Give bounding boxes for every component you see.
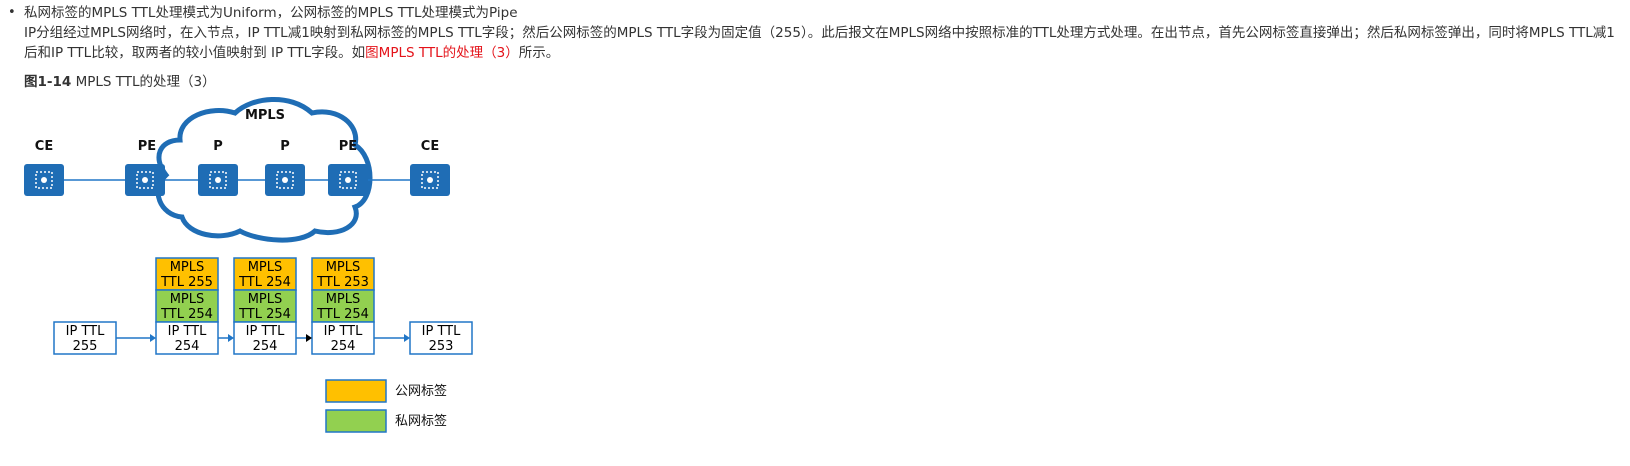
legend-swatch [325,379,387,403]
item-paragraph: IP分组经过MPLS网络时，在入节点，IP TTL减1映射到私网标签的MPLS … [24,23,1628,63]
ip-ttl-box [53,321,117,355]
chip-icon [421,171,439,189]
private-label-box [311,289,375,323]
legend-item-0: 公网标签 [325,379,447,403]
box-text: 255 [73,339,98,354]
router-node-5: CE [410,139,450,196]
box-text: IP TTL [246,324,285,339]
box-text: MPLS [248,292,283,307]
box-text: 253 [429,339,454,354]
node-label: CE [421,139,439,154]
para-text-2: 所示。 [518,45,560,61]
router-node-0: CE [24,139,64,196]
figure-link[interactable]: 图MPLS TTL的处理（3） [365,45,519,61]
public-label-box [311,257,375,291]
box-text: 254 [331,339,356,354]
chip-icon [35,171,53,189]
chip-core [41,177,47,183]
content-block: • 私网标签的MPLS TTL处理模式为Uniform，公网标签的MPLS TT… [8,3,1628,63]
private-label-box [233,289,297,323]
cloud-label: MPLS [245,108,285,123]
node-label: P [280,139,290,154]
box-text: MPLS [326,292,361,307]
figure-caption: 图1-14 MPLS TTL的处理（3） [24,72,216,92]
box-text: TTL 253 [316,275,369,290]
bullet-icon: • [8,5,16,20]
chip-core [345,177,351,183]
router-node-4: PE [328,139,368,196]
item-title: 私网标签的MPLS TTL处理模式为Uniform，公网标签的MPLS TTL处… [24,5,518,21]
legend-label: 公网标签 [395,383,447,399]
box-text: MPLS [248,260,283,275]
public-label-box [155,257,219,291]
box-text: MPLS [170,260,205,275]
legend-swatch [325,409,387,433]
box-text: TTL 254 [238,275,291,290]
box-text: TTL 254 [316,307,369,322]
box-text: IP TTL [422,324,461,339]
chip-core [282,177,288,183]
node-label: CE [35,139,53,154]
chip-icon [276,171,294,189]
legend-item-1: 私网标签 [325,409,447,433]
box-text: IP TTL [66,324,105,339]
flow-arrow-2 [296,334,312,342]
flow-arrow-1 [218,334,234,342]
bullet-item: • 私网标签的MPLS TTL处理模式为Uniform，公网标签的MPLS TT… [8,3,1628,23]
node-label: P [213,139,223,154]
chip-core [215,177,221,183]
private-label-box [155,289,219,323]
mpls-cloud: MPLS [155,97,373,243]
chip-icon [209,171,227,189]
figure-title: MPLS TTL的处理（3） [75,74,216,90]
ip-ttl-box [311,321,375,355]
box-text: IP TTL [324,324,363,339]
flow-arrow-0 [116,334,156,342]
router-node-3: P [265,139,305,196]
box-text: MPLS [326,260,361,275]
box-text: MPLS [170,292,205,307]
legend-label: 私网标签 [395,413,447,429]
chip-core [142,177,148,183]
box-text: 254 [253,339,278,354]
node-label: PE [339,139,357,154]
box-text: TTL 254 [238,307,291,322]
box-text: TTL 254 [160,307,213,322]
node-label: PE [138,139,156,154]
box-text: IP TTL [168,324,207,339]
chip-icon [136,171,154,189]
router-node-2: P [198,139,238,196]
para-text-1: IP分组经过MPLS网络时，在入节点，IP TTL减1映射到私网标签的MPLS … [24,25,1615,61]
flow-arrow-3 [374,334,410,342]
box-text: 254 [175,339,200,354]
figure-number: 图1-14 [24,74,72,90]
chip-icon [339,171,357,189]
router-node-1: PE [125,139,165,196]
chip-core [427,177,433,183]
box-text: TTL 255 [160,275,213,290]
